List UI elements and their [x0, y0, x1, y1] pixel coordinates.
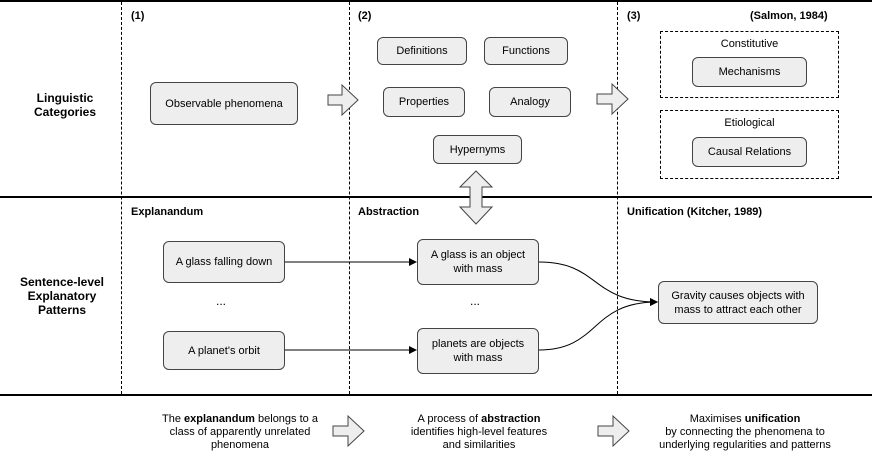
box-functions: Functions: [484, 37, 568, 65]
citation-salmon: (Salmon, 1984): [750, 10, 828, 22]
header-unification: Unification (Kitcher, 1989): [627, 206, 763, 218]
row-label-line: Sentence-level: [19, 275, 105, 289]
box-glass-falling: A glass falling down: [163, 241, 285, 283]
box-line: Gravity causes objects with: [671, 289, 805, 302]
group-constitutive: Constitutive: [660, 31, 839, 98]
box-line: with mass: [453, 352, 503, 364]
group-etiological: Etiological: [660, 110, 839, 179]
footer-line: identifies high-level features: [410, 426, 548, 438]
row-label-sentence: Sentence-level Explanatory Patterns: [12, 275, 112, 317]
footer-bold: unification: [744, 413, 801, 425]
footer-line: The explanandum belongs to a: [140, 413, 340, 426]
footer-caption-2: A process of abstraction identifies high…: [384, 413, 574, 452]
box-properties: Properties: [383, 87, 465, 117]
box-observable-phenomena: Observable phenomena: [150, 82, 298, 125]
footer-line: and similarities: [442, 439, 516, 451]
box-line: A glass is an object: [430, 249, 526, 261]
ellipsis-middle: ...: [470, 294, 481, 308]
connector-planets-to-gravity: [538, 298, 658, 351]
column-divider-1: [121, 2, 122, 394]
connector-glass-object-to-gravity: [538, 261, 658, 306]
ellipsis-left: ...: [216, 294, 227, 308]
footer-line: Maximises unification: [640, 413, 850, 426]
footer-bold: abstraction: [481, 413, 541, 425]
footer-line: class of apparently unrelated: [169, 426, 311, 438]
box-analogy: Analogy: [489, 87, 571, 117]
middle-rule: [0, 196, 872, 198]
header-abstraction: Abstraction: [358, 206, 420, 218]
block-arrow-2-to-3: [596, 82, 629, 116]
row-label-line: Categories: [33, 105, 97, 119]
block-arrow-footer-1: [332, 414, 365, 448]
footer-line: A process of abstraction: [384, 413, 574, 426]
column-number-2: (2): [358, 10, 372, 22]
footer-line: phenomena: [210, 439, 270, 451]
block-arrow-1-to-2: [327, 83, 359, 117]
box-planets-objects: planets are objects with mass: [417, 328, 539, 374]
column-number-3: (3): [627, 10, 641, 22]
bottom-rule: [0, 394, 872, 396]
top-rule: [0, 0, 872, 2]
box-definitions: Definitions: [377, 37, 467, 65]
box-line: planets are objects: [431, 338, 525, 350]
footer-text: belongs to a: [254, 413, 318, 425]
box-line: with mass: [453, 263, 503, 275]
row-label-line: Explanatory: [27, 289, 97, 303]
block-arrow-footer-2: [597, 414, 630, 448]
footer-caption-3: Maximises unification by connecting the …: [640, 413, 850, 452]
column-divider-3: [617, 2, 618, 394]
column-number-1: (1): [131, 10, 145, 22]
row-label-line: Linguistic: [36, 91, 94, 105]
box-mechanisms: Mechanisms: [692, 57, 807, 87]
footer-caption-1: The explanandum belongs to a class of ap…: [140, 413, 340, 452]
header-explanandum: Explanandum: [131, 206, 204, 218]
double-arrow-vertical: [458, 170, 494, 225]
row-label-line: Patterns: [37, 303, 87, 317]
box-glass-object: A glass is an object with mass: [417, 239, 539, 285]
group-etiological-title: Etiological: [724, 117, 775, 129]
box-hypernyms: Hypernyms: [433, 135, 522, 164]
footer-text: The: [162, 413, 185, 425]
row-label-linguistic: Linguistic Categories: [20, 91, 110, 119]
box-planet-orbit: A planet's orbit: [163, 331, 285, 370]
box-line: mass to attract each other: [674, 303, 802, 316]
footer-bold: explanandum: [184, 413, 255, 425]
footer-text: Maximises: [689, 413, 745, 425]
footer-text: A process of: [417, 413, 482, 425]
box-causal-relations: Causal Relations: [692, 137, 807, 167]
group-constitutive-title: Constitutive: [720, 38, 779, 50]
footer-line: underlying regularities and patterns: [659, 439, 831, 451]
column-divider-2: [349, 2, 350, 394]
box-gravity: Gravity causes objects with mass to attr…: [658, 281, 818, 324]
footer-line: by connecting the phenomena to: [665, 426, 825, 438]
